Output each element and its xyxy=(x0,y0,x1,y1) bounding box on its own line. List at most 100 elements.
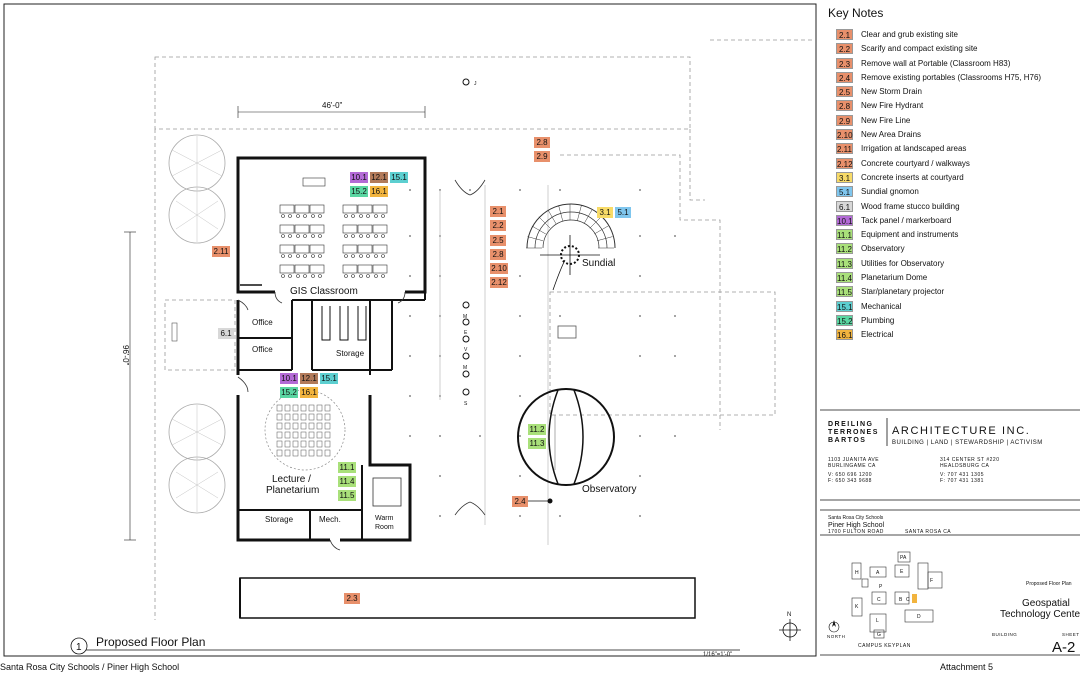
desk-chair xyxy=(296,254,300,258)
observatory-dome xyxy=(517,388,615,486)
desk xyxy=(279,244,295,254)
key-note-item: 15.1 Mechanical xyxy=(826,300,1080,314)
key-note-text: Remove existing portables (Classrooms H7… xyxy=(861,72,1042,82)
desk-chair xyxy=(374,254,378,258)
lecture-seat xyxy=(308,431,315,439)
note-pl-11-1: 11.1 xyxy=(338,462,356,473)
desk xyxy=(309,204,325,214)
desk-chair xyxy=(281,274,285,278)
note-3-1: 3.1 xyxy=(597,207,613,218)
note-gis-16-1: 16.1 xyxy=(370,186,388,197)
desk-chair xyxy=(303,214,307,218)
note-lec-15-2: 15.2 xyxy=(280,387,298,398)
desk-chair xyxy=(281,234,285,238)
desk xyxy=(279,264,295,274)
note-c2-10: 2.10 xyxy=(490,263,508,274)
note-2-4: 2.4 xyxy=(512,496,528,507)
desk xyxy=(309,264,325,274)
key-note-code: 2.1 xyxy=(836,29,853,40)
lecture-seat xyxy=(300,449,307,457)
key-note-text: New Fire Hydrant xyxy=(861,101,924,111)
desk-chair xyxy=(318,214,322,218)
desk xyxy=(294,224,310,234)
key-note-text: Observatory xyxy=(861,244,905,254)
key-note-text: Concrete inserts at courtyard xyxy=(861,172,964,182)
lecture-seat xyxy=(324,449,331,457)
key-note-text: Tack panel / markerboard xyxy=(861,215,952,225)
courtyard-grid xyxy=(409,189,676,517)
desk xyxy=(372,204,388,214)
key-note-code: 3.1 xyxy=(836,171,853,183)
sheet-border xyxy=(3,3,817,657)
desk-chair xyxy=(311,214,315,218)
firm-name-3: BARTOS xyxy=(828,437,866,444)
desk-chair xyxy=(296,214,300,218)
key-note-code: 2.4 xyxy=(836,71,853,83)
key-note-code: 6.1 xyxy=(836,200,853,212)
room-gis-classroom: GIS Classroom xyxy=(290,286,358,297)
room-office-1: Office xyxy=(252,318,273,327)
key-note-code: 2.10 xyxy=(836,129,853,141)
teacher-desk xyxy=(302,177,326,187)
desk xyxy=(279,204,295,214)
svg-text:N: N xyxy=(787,612,791,618)
desk-chair xyxy=(318,274,322,278)
key-note-code: 10.1 xyxy=(836,214,853,226)
desk xyxy=(342,224,358,234)
desk-chair xyxy=(374,234,378,238)
key-note-text: Equipment and instruments xyxy=(861,230,959,240)
keyplan-c1: C xyxy=(877,597,881,603)
desk-chair xyxy=(303,234,307,238)
lecture-seat xyxy=(324,404,331,412)
project-school: Piner High School xyxy=(828,522,884,529)
note-c2-1: 2.1 xyxy=(490,206,506,217)
lecture-seat xyxy=(324,440,331,448)
firm-addr-left-1: 1103 JUANITA AVE xyxy=(828,457,879,463)
key-note-text: Irrigation at landscaped areas xyxy=(861,144,967,154)
lecture-seat xyxy=(284,422,291,430)
firm-name-main: ARCHITECTURE INC. xyxy=(892,425,1030,437)
project-city: SANTA ROSA CA xyxy=(905,529,951,535)
desk xyxy=(294,244,310,254)
key-note-code: 2.3 xyxy=(836,57,853,69)
desk-chair xyxy=(366,254,370,258)
plant-j: J xyxy=(474,81,477,87)
desk xyxy=(294,264,310,274)
key-note-text: Wood frame stucco building xyxy=(861,201,960,211)
project-title-2: Technology Center xyxy=(1000,609,1080,620)
desk-chair xyxy=(296,274,300,278)
key-note-code: 5.1 xyxy=(836,186,853,198)
firm-name-2: TERRONES xyxy=(828,429,879,436)
lecture-seat xyxy=(316,404,323,412)
note-lec-16-1: 16.1 xyxy=(300,387,318,398)
firm-addr-right-2: HEALDSBURG CA xyxy=(940,463,989,469)
key-note-code: 15.1 xyxy=(836,300,853,312)
plant-e: E xyxy=(464,330,468,336)
desk-chair xyxy=(344,214,348,218)
keyplan-d: D xyxy=(917,614,921,620)
keyplan-e: E xyxy=(900,569,904,575)
sundial-tick xyxy=(577,205,582,222)
keyplan-a: A xyxy=(876,570,880,576)
keyplan-l: L xyxy=(876,618,879,624)
plan-title-marker: 1 xyxy=(76,642,82,653)
room-observatory: Observatory xyxy=(582,484,636,495)
note-2-11: 2.11 xyxy=(212,246,230,257)
key-note-text: Star/planetary projector xyxy=(861,287,945,297)
keyplan-k: K xyxy=(855,604,859,610)
plant-m2: M xyxy=(463,365,467,371)
key-note-text: Mechanical xyxy=(861,301,902,311)
key-note-text: Planetarium Dome xyxy=(861,273,928,283)
desk xyxy=(279,224,295,234)
lecture-seat xyxy=(316,431,323,439)
key-note-text: Plumbing xyxy=(861,315,895,325)
